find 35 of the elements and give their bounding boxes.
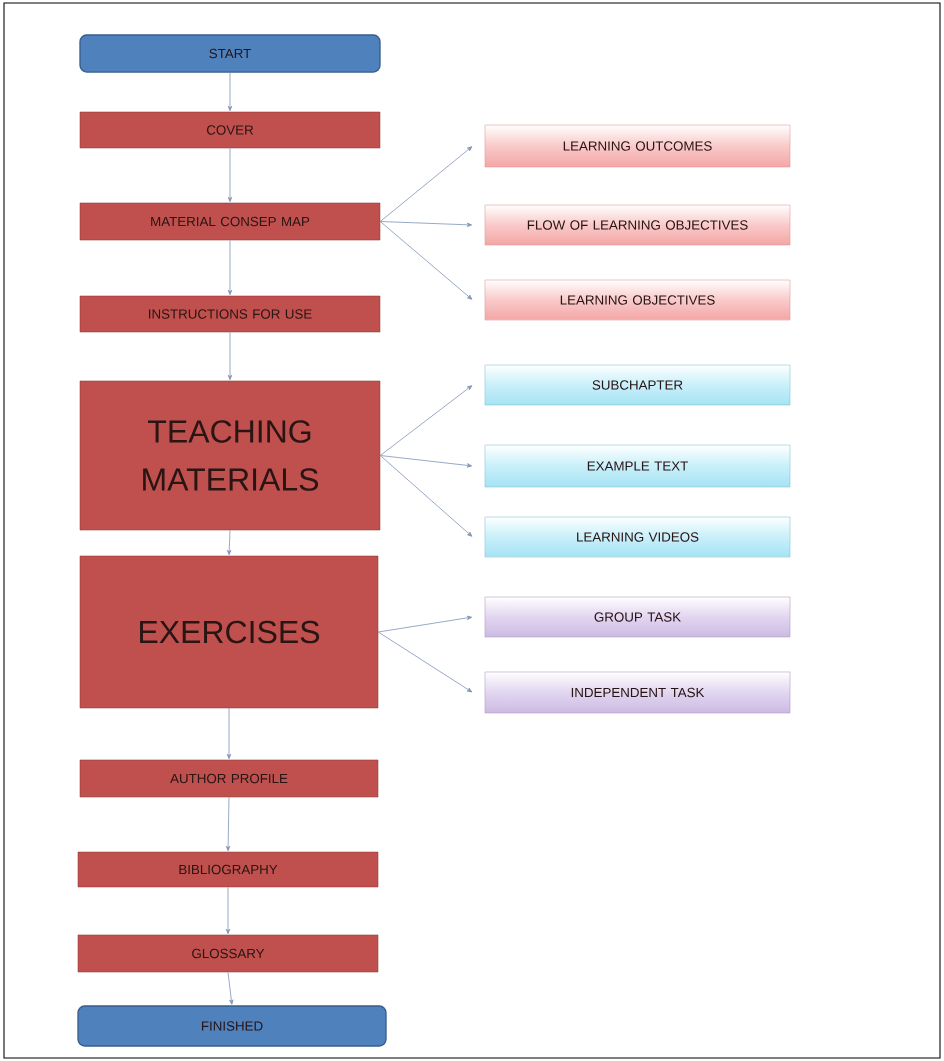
arrow: [227, 147, 233, 203]
topic-box: SUBCHAPTER: [484, 364, 791, 406]
topic-box: GROUP TASK: [484, 596, 791, 638]
topic-box: LEARNING OUTCOMES: [484, 124, 791, 168]
topic-box: LEARNING OBJECTIVES: [484, 279, 791, 321]
arrow: [227, 529, 232, 556]
process-box: INSTRUCTIONS FOR USE: [79, 295, 381, 333]
arrow: [377, 631, 473, 693]
topic-box: LEARNING VIDEOS: [484, 516, 791, 558]
terminal-box: START: [79, 34, 381, 73]
terminal-box: FINISHED: [77, 1005, 387, 1047]
arrow: [225, 886, 231, 935]
arrow: [227, 72, 233, 112]
arrow: [379, 221, 473, 300]
arrow: [379, 146, 473, 222]
process-box: GLOSSARY: [77, 934, 379, 973]
process-box: AUTHOR PROFILE: [79, 759, 379, 798]
arrow: [227, 971, 234, 1005]
arrow: [227, 239, 233, 296]
arrow: [227, 331, 233, 381]
arrow: [225, 796, 231, 852]
topic-box: FLOW OF LEARNING OBJECTIVES: [484, 204, 791, 246]
arrow: [377, 615, 473, 633]
section-box: TEACHING MATERIALS: [79, 380, 381, 531]
topic-box: EXAMPLE TEXT: [484, 444, 791, 488]
process-box: COVER: [79, 111, 381, 149]
arrow: [226, 707, 232, 760]
arrow: [379, 385, 473, 456]
arrow: [379, 221, 473, 227]
process-box: MATERIAL CONSEP MAP: [79, 202, 381, 241]
process-box: BIBLIOGRAPHY: [77, 851, 379, 888]
arrow: [379, 455, 473, 537]
topic-box: INDEPENDENT TASK: [484, 671, 791, 714]
arrow: [379, 455, 473, 468]
section-box: EXERCISES: [79, 555, 379, 709]
